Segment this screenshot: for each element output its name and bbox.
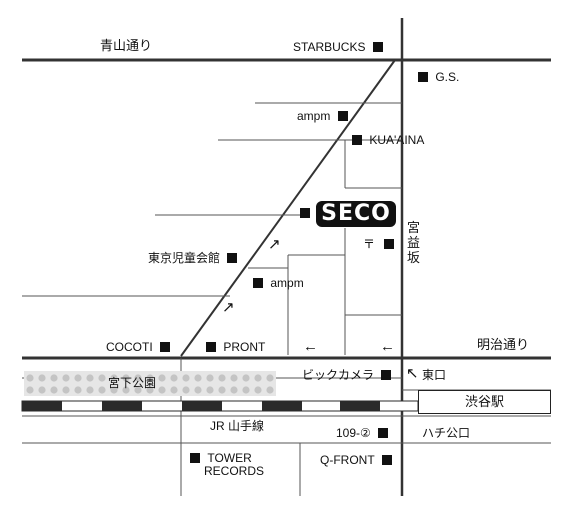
cocoti-label: COCOTI [106, 340, 153, 354]
shibuya-station-box: 渋谷駅 [418, 390, 551, 414]
jr-line-label: JR 山手線 [210, 419, 265, 433]
qfront-landmark: Q-FRONT [320, 453, 392, 467]
marker-square-icon [352, 135, 362, 145]
marker-square-icon [206, 342, 216, 352]
east-exit-arrow-icon: ↖ [406, 365, 419, 382]
aoyama-dori-label: 青山通り [100, 38, 153, 53]
marker-square-icon [418, 72, 428, 82]
marker-square-icon [160, 342, 171, 352]
store-109-label: 109-② [336, 426, 371, 440]
miyamasuzaka-label: 宮益坂 [406, 220, 420, 265]
tower-records-landmark: TOWER [190, 451, 252, 465]
kuaaina-label: KUA'AINA [369, 133, 425, 147]
marker-square-icon [372, 42, 383, 52]
gs-label: G.S. [435, 70, 460, 84]
starbucks-landmark: STARBUCKS [293, 40, 383, 54]
ampm-top-landmark: ampm [297, 109, 348, 123]
marker-square-icon [253, 278, 263, 288]
direction-arrow-icon: ↗ [222, 299, 235, 316]
marker-square-icon [227, 253, 238, 263]
tower-records-label-2: RECORDS [204, 464, 265, 478]
miyashita-park-area [24, 371, 276, 396]
ampm-top-label: ampm [297, 109, 331, 123]
hachiko-exit-label: ハチ公口 [422, 426, 471, 440]
seco-logo: SECO [316, 201, 396, 227]
ampm-mid-landmark: ampm [253, 276, 304, 290]
ampm-mid-label: ampm [270, 276, 304, 290]
left-arrow-icon: ← [380, 338, 395, 355]
shibuya-station-label: 渋谷駅 [464, 394, 504, 409]
east-exit-label: 東口 [422, 368, 447, 382]
pront-label: PRONT [223, 340, 266, 354]
marker-square-icon [190, 453, 200, 463]
jr-rail [21, 400, 419, 412]
marker-square-icon [378, 428, 389, 438]
tower-records-label-1: TOWER [207, 451, 252, 465]
left-arrow-icon: ← [303, 338, 318, 355]
marker-square-icon [384, 239, 395, 249]
marker-square-icon [337, 111, 348, 121]
seco-marker-square-icon [300, 208, 310, 218]
diagonal-road [180, 59, 396, 357]
bic-camera-landmark: ビックカメラ [302, 368, 392, 382]
kodomo-kaikan-label: 東京児童会館 [148, 251, 221, 265]
post-office-icon: 〒 [363, 237, 376, 251]
pront-landmark: PRONT [206, 340, 265, 354]
post-office-landmark: 〒 [363, 237, 395, 251]
qfront-label: Q-FRONT [320, 453, 375, 467]
bic-camera-label: ビックカメラ [302, 368, 375, 382]
miyashita-park-label: 宮下公園 [108, 376, 157, 390]
gs-landmark: G.S. [418, 70, 459, 84]
meiji-dori-label: 明治通り [477, 337, 530, 352]
kuaaina-landmark: KUA'AINA [352, 133, 424, 147]
cocoti-landmark: COCOTI [106, 340, 171, 354]
marker-square-icon [381, 370, 392, 380]
kodomo-kaikan-landmark: 東京児童会館 [148, 251, 238, 265]
store-109-landmark: 109-② [336, 426, 389, 440]
marker-square-icon [381, 455, 392, 465]
starbucks-label: STARBUCKS [293, 40, 366, 54]
direction-arrow-icon: ↗ [268, 236, 281, 253]
